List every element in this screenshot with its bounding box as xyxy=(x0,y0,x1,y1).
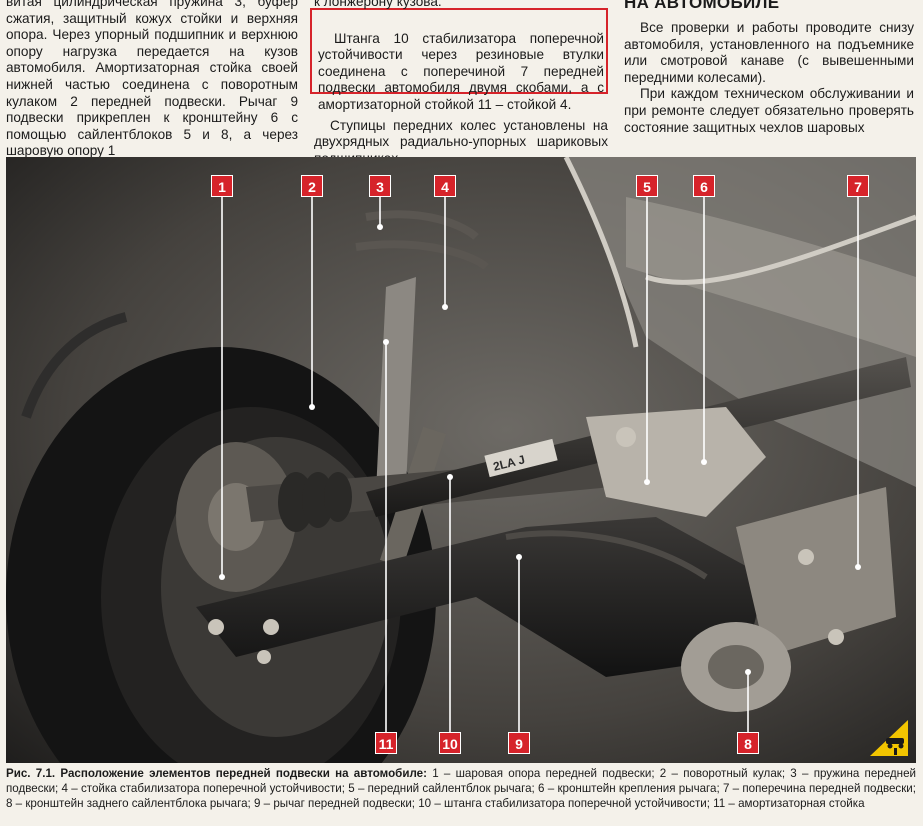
callout-1: 1 xyxy=(211,175,233,197)
text-column-1: витая цилиндрическая пружина 3, буфер сж… xyxy=(6,0,298,160)
callout-5: 5 xyxy=(636,175,658,197)
callout-3: 3 xyxy=(369,175,391,197)
callout-2: 2 xyxy=(301,175,323,197)
column3-paragraph-1: Все проверки и работы проводите снизу ав… xyxy=(624,20,914,85)
callout-7: 7 xyxy=(847,175,869,197)
column2-top-text: к лонжерону кузова. xyxy=(314,0,442,9)
highlight-box xyxy=(310,8,608,94)
suspension-photo: 2LA J xyxy=(6,157,916,763)
column2-after-text: Ступицы передних колес установлены на дв… xyxy=(314,117,608,166)
car-lift-icon xyxy=(870,720,908,756)
caption-body: 1 – шаровая опора передней подвески; 2 –… xyxy=(6,767,916,811)
callout-8: 8 xyxy=(737,732,759,754)
callout-11: 11 xyxy=(375,732,397,754)
callout-9: 9 xyxy=(508,732,530,754)
text-column-3: НА АВТОМОБИЛЕ Все проверки и работы пров… xyxy=(624,0,914,136)
column1-paragraph: витая цилиндрическая пружина 3, буфер сж… xyxy=(6,0,298,159)
column3-paragraph-2: При каждом техническом обслуживании и пр… xyxy=(624,86,914,135)
callout-10: 10 xyxy=(439,732,461,754)
suspension-illustration: 2LA J xyxy=(6,157,916,763)
column2-boxed-text: Штанга 10 стабилизатора поперечной устой… xyxy=(318,30,604,112)
section-heading: НА АВТОМОБИЛЕ xyxy=(624,0,780,12)
text-column-2: к лонжерону кузова. Штанга 10 стабилизат… xyxy=(314,0,608,167)
caption-title: Рис. 7.1. Расположение элементов передне… xyxy=(6,767,427,780)
callout-6: 6 xyxy=(693,175,715,197)
figure-caption: Рис. 7.1. Расположение элементов передне… xyxy=(6,766,916,812)
callout-4: 4 xyxy=(434,175,456,197)
